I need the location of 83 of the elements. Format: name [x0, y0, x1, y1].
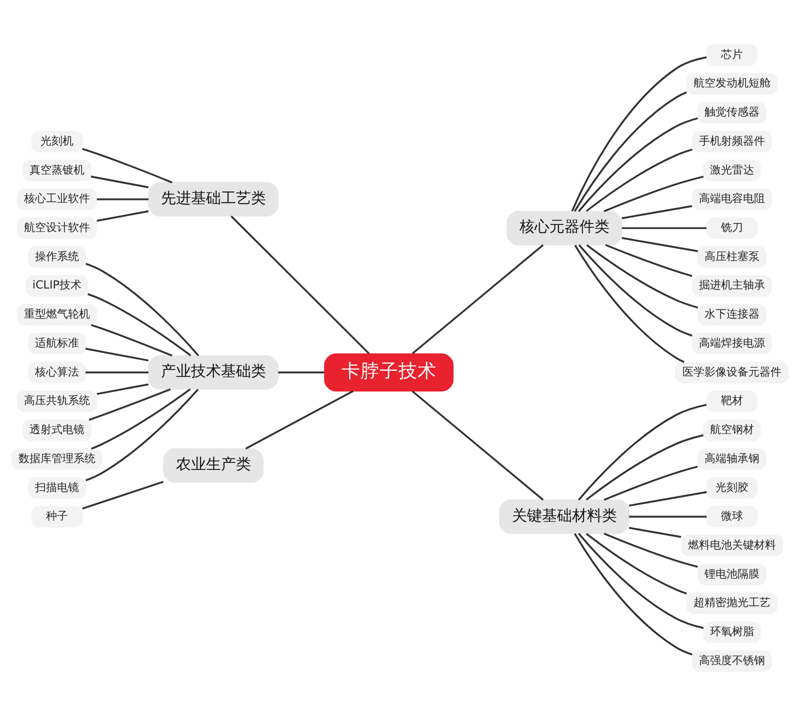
connector [82, 480, 164, 510]
connector [622, 237, 698, 252]
node-box: 核心元器件类 [506, 210, 622, 246]
connector [604, 176, 704, 212]
node-box: 先进基础工艺类 [148, 182, 278, 216]
connector [574, 533, 692, 656]
connector [586, 148, 693, 212]
node-box: 适航标准 [28, 332, 86, 354]
node-box: 重型燃气轮机 [16, 304, 97, 326]
node-box: 掘进机主轴承 [692, 275, 772, 297]
connector [571, 56, 707, 212]
node-box: 燃料电池关键材料 [680, 534, 784, 556]
node-box: 航空发动机短舱 [686, 73, 778, 95]
connector [586, 434, 704, 500]
connector [622, 227, 707, 230]
node-box: 关键基础材料类 [499, 500, 630, 534]
node-box: 靶材 [706, 390, 758, 412]
connector [278, 372, 324, 374]
connector [82, 148, 172, 184]
node-box: 触觉传感器 [697, 102, 766, 124]
node-box: 超精密抛光工艺 [686, 592, 778, 614]
connector [586, 244, 698, 309]
node-box: 农业生产类 [163, 448, 264, 483]
node-box: 微球 [706, 506, 758, 528]
node-box: 光刻机 [31, 130, 83, 152]
node-box: 高强度不锈钢 [692, 650, 772, 672]
connector [586, 533, 687, 594]
node-box: 环氧树脂 [703, 621, 761, 643]
connector [96, 198, 148, 200]
node-box: 扫描电镜 [28, 477, 86, 499]
connector [622, 205, 692, 220]
connector [578, 404, 707, 501]
node-box: 真空蒸镀机 [22, 160, 92, 182]
node-box: 激光雷达 [703, 160, 761, 182]
connector [412, 390, 544, 501]
connector [574, 91, 688, 212]
connector [96, 383, 149, 395]
node-box: 高端焊接电源 [692, 332, 772, 354]
connector [90, 324, 172, 356]
connector [574, 244, 685, 363]
connector [578, 244, 692, 337]
connector [604, 466, 698, 501]
connector [90, 388, 191, 450]
node-box: 核心工业软件 [16, 188, 97, 210]
connector [245, 390, 354, 450]
connector [629, 516, 707, 518]
connector [628, 491, 707, 507]
node-box: 高压共轨系统 [16, 390, 97, 412]
connector [230, 216, 370, 354]
node-box: 高压柱塞泵 [697, 246, 766, 268]
node-box: 核心算法 [28, 362, 86, 384]
connector [96, 210, 149, 222]
node-box: 光刻胶 [706, 477, 758, 499]
node-box: iCLIP技术 [26, 275, 88, 297]
connector [578, 532, 704, 629]
connector [578, 117, 698, 212]
connector [605, 244, 692, 277]
node-box: 锂电池隔膜 [697, 564, 766, 586]
connector [87, 293, 192, 356]
node-box: 种子 [31, 506, 83, 528]
node-box: 航空设计软件 [16, 217, 97, 239]
connector [90, 176, 149, 188]
node-box: 手机射频器件 [692, 130, 772, 152]
connector [85, 348, 149, 362]
node-box: 透射式电镜 [22, 419, 92, 441]
connector [85, 262, 200, 356]
node-box: 数据库管理系统 [11, 448, 103, 470]
connector [604, 532, 698, 568]
node-box: 医学影像设备元器件 [675, 362, 789, 384]
connector [86, 372, 148, 374]
node-box: 产业技术基础类 [148, 355, 278, 390]
connector [412, 244, 544, 354]
node-box: 高端轴承钢 [697, 448, 766, 470]
node-box: 芯片 [706, 44, 758, 66]
node-box: 水下连接器 [697, 304, 766, 326]
connector [85, 388, 199, 482]
node-box: 铣刀 [706, 217, 758, 239]
node-box: 操作系统 [28, 246, 86, 268]
node-box: 卡脖子技术 [324, 353, 454, 392]
node-box: 高端电容电阻 [692, 188, 772, 210]
connector [628, 526, 682, 538]
node-box: 航空钢材 [703, 419, 761, 441]
connector [88, 388, 171, 421]
